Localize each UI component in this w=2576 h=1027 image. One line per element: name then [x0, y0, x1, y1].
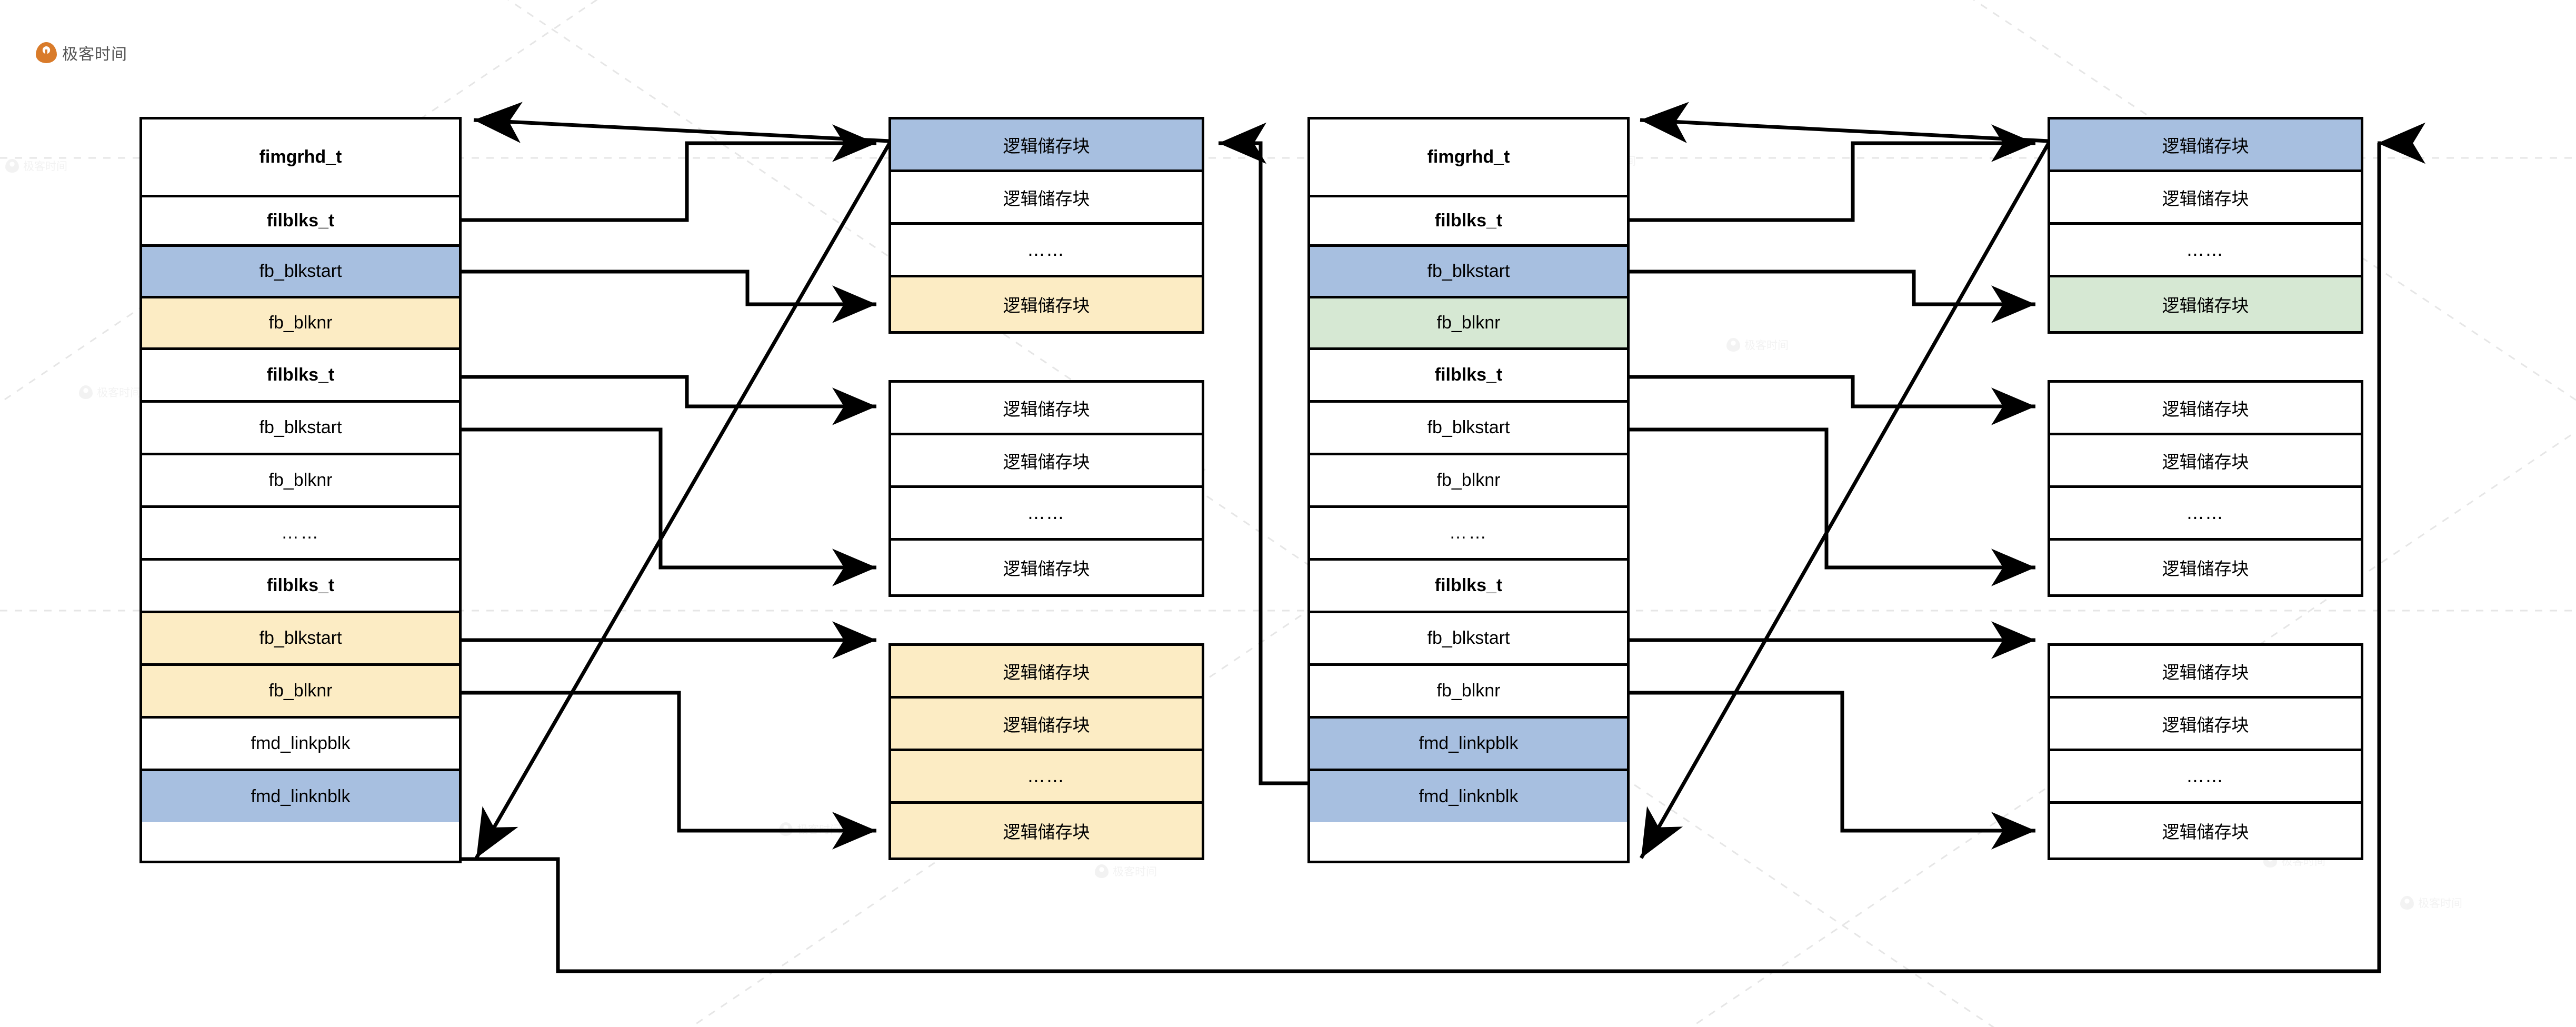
struct2-row-filblks-2: filblks_t [1310, 350, 1627, 403]
block-1a-row-2: 逻辑储存块 [891, 172, 1202, 225]
struct1-row-fimgrhd: fimgrhd_t [142, 119, 459, 197]
block-1c-row-1: 逻辑储存块 [891, 646, 1202, 699]
logical-block-group-2a: 逻辑储存块 逻辑储存块 …… 逻辑储存块 [2048, 117, 2363, 334]
struct1-row-filblks-1: filblks_t [142, 197, 459, 247]
struct1-row-fb-blknr-3: fb_blknr [142, 666, 459, 719]
wire-s1-blknr3-to-block1c-last [462, 691, 876, 850]
block-2a-row-3: …… [2050, 225, 2361, 277]
block-1a-row-4: 逻辑储存块 [891, 277, 1202, 331]
watermark-logo-mark [1726, 338, 1740, 352]
block-2c-row-4: 逻辑储存块 [2050, 804, 2361, 858]
block-1b-row-3: …… [891, 488, 1202, 541]
block-2a-row-1: 逻辑储存块 [2050, 119, 2361, 172]
block-1c-row-3: …… [891, 751, 1202, 804]
block-1a-row-1: 逻辑储存块 [891, 119, 1202, 172]
struct1-row-fb-blknr-2: fb_blknr [142, 455, 459, 508]
wire-block1a-to-s1-linknblk [474, 142, 892, 859]
wire-s1-blkstart2-to-block1b [462, 375, 876, 425]
watermark-tile: 极客时间 [1726, 337, 1789, 353]
wire-s1-blkstart1-to-block1a [462, 124, 876, 222]
watermark-tile: 极客时间 [5, 158, 67, 174]
logical-block-group-2c: 逻辑储存块 逻辑储存块 …… 逻辑储存块 [2048, 643, 2363, 860]
struct2-row-filblks-1: filblks_t [1310, 197, 1627, 247]
struct1-row-fmd-linknblk: fmd_linknblk [142, 771, 459, 822]
watermark-logo-mark [79, 385, 93, 399]
block-2c-row-3: …… [2050, 751, 2361, 804]
wire-s2-blkstart1-to-block2a [1630, 124, 2035, 222]
watermark-logo-mark [779, 822, 793, 836]
block-1b-row-4: 逻辑储存块 [891, 541, 1202, 594]
wire-s2-linkpblk-to-block1a [1219, 122, 1307, 785]
block-2b-row-1: 逻辑储存块 [2050, 383, 2361, 435]
logical-block-group-1a: 逻辑储存块 逻辑储存块 …… 逻辑储存块 [888, 117, 1204, 334]
struct2-row-fb-blknr-3: fb_blknr [1310, 666, 1627, 719]
wire-s2-blknr3-to-block2c-last [1630, 691, 2035, 850]
block-1a-row-3: …… [891, 225, 1202, 277]
watermark-tile: 极客时间 [1095, 863, 1157, 879]
block-2b-row-3: …… [2050, 488, 2361, 541]
watermark-label: 极客时间 [1113, 865, 1157, 878]
block-2c-row-1: 逻辑储存块 [2050, 646, 2361, 699]
block-1b-row-2: 逻辑储存块 [891, 435, 1202, 488]
watermark-label: 极客时间 [2418, 897, 2462, 910]
struct1-row-fb-blkstart-3: fb_blkstart [142, 613, 459, 666]
wire-block2a-back-to-s2-header [1640, 102, 2049, 143]
wire-block2a-to-s2-linknblk [1639, 142, 2051, 859]
block-1c-row-2: 逻辑储存块 [891, 699, 1202, 751]
watermark-tile: 极客时间 [79, 384, 141, 400]
logical-block-group-2b: 逻辑储存块 逻辑储存块 …… 逻辑储存块 [2048, 380, 2363, 597]
block-2c-row-2: 逻辑储存块 [2050, 699, 2361, 751]
brand-name: 极客时间 [62, 45, 127, 64]
wire-s2-blkstart2-to-block2b [1630, 375, 2035, 425]
struct2-row-fb-blknr-2: fb_blknr [1310, 455, 1627, 508]
watermark-tile: 极客时间 [779, 821, 841, 837]
logical-block-group-1c: 逻辑储存块 逻辑储存块 …… 逻辑储存块 [888, 643, 1204, 860]
struct1-row-filblks-3: filblks_t [142, 561, 459, 613]
block-1b-row-1: 逻辑储存块 [891, 383, 1202, 435]
brand-logo: 极客时间 [36, 41, 127, 64]
block-2a-row-4: 逻辑储存块 [2050, 277, 2361, 331]
block-2b-row-2: 逻辑储存块 [2050, 435, 2361, 488]
logical-block-group-1b: 逻辑储存块 逻辑储存块 …… 逻辑储存块 [888, 380, 1204, 597]
watermark-label: 极客时间 [97, 386, 141, 399]
struct2-row-fb-blkstart-2: fb_blkstart [1310, 403, 1627, 455]
watermark-label: 极客时间 [797, 823, 841, 836]
block-2a-row-2: 逻辑储存块 [2050, 172, 2361, 225]
watermark-logo-mark [5, 159, 19, 173]
struct2-row-filblks-3: filblks_t [1310, 561, 1627, 613]
struct1-row-fmd-linkpblk: fmd_linkpblk [142, 719, 459, 771]
struct2-row-fb-blkstart-1: fb_blkstart [1310, 247, 1627, 298]
block-2b-row-4: 逻辑储存块 [2050, 541, 2361, 594]
watermark-label: 极客时间 [1744, 339, 1789, 352]
struct2-row-fimgrhd: fimgrhd_t [1310, 119, 1627, 197]
struct2-row-fb-blknr-1: fb_blknr [1310, 298, 1627, 350]
struct2-row-fmd-linknblk: fmd_linknblk [1310, 771, 1627, 822]
struct1-row-ellipsis: …… [142, 508, 459, 561]
watermark-logo-mark [2400, 896, 2414, 910]
wire-block1a-back-to-s1-header [473, 102, 890, 143]
struct1-row-fb-blkstart-1: fb_blkstart [142, 247, 459, 298]
watermark-logo-mark [1095, 864, 1109, 878]
fimgrhd-struct-1: fimgrhd_t filblks_t fb_blkstart fb_blknr… [139, 117, 462, 863]
struct1-row-fb-blknr-1: fb_blknr [142, 298, 459, 350]
wire-s1-blknr1-to-block1a-last [462, 270, 876, 323]
geekbang-logo-icon [36, 42, 57, 63]
struct1-row-filblks-2: filblks_t [142, 350, 459, 403]
block-1c-row-4: 逻辑储存块 [891, 804, 1202, 858]
wire-s1-linknblk-to-block2a [2377, 122, 2425, 971]
watermark-label: 极客时间 [23, 160, 67, 173]
wire-s2-blknr2-to-block2b-last [1630, 427, 2035, 586]
wire-s2-blknr1-to-block2a-last [1630, 270, 2035, 323]
struct2-row-fmd-linkpblk: fmd_linkpblk [1310, 719, 1627, 771]
wire-s1-blknr2-to-block1b-last [462, 427, 876, 586]
struct2-row-ellipsis: …… [1310, 508, 1627, 561]
struct1-row-fb-blkstart-2: fb_blkstart [142, 403, 459, 455]
struct2-row-fb-blkstart-3: fb_blkstart [1310, 613, 1627, 666]
watermark-tile: 极客时间 [2400, 895, 2462, 911]
fimgrhd-struct-2: fimgrhd_t filblks_t fb_blkstart fb_blknr… [1307, 117, 1630, 863]
